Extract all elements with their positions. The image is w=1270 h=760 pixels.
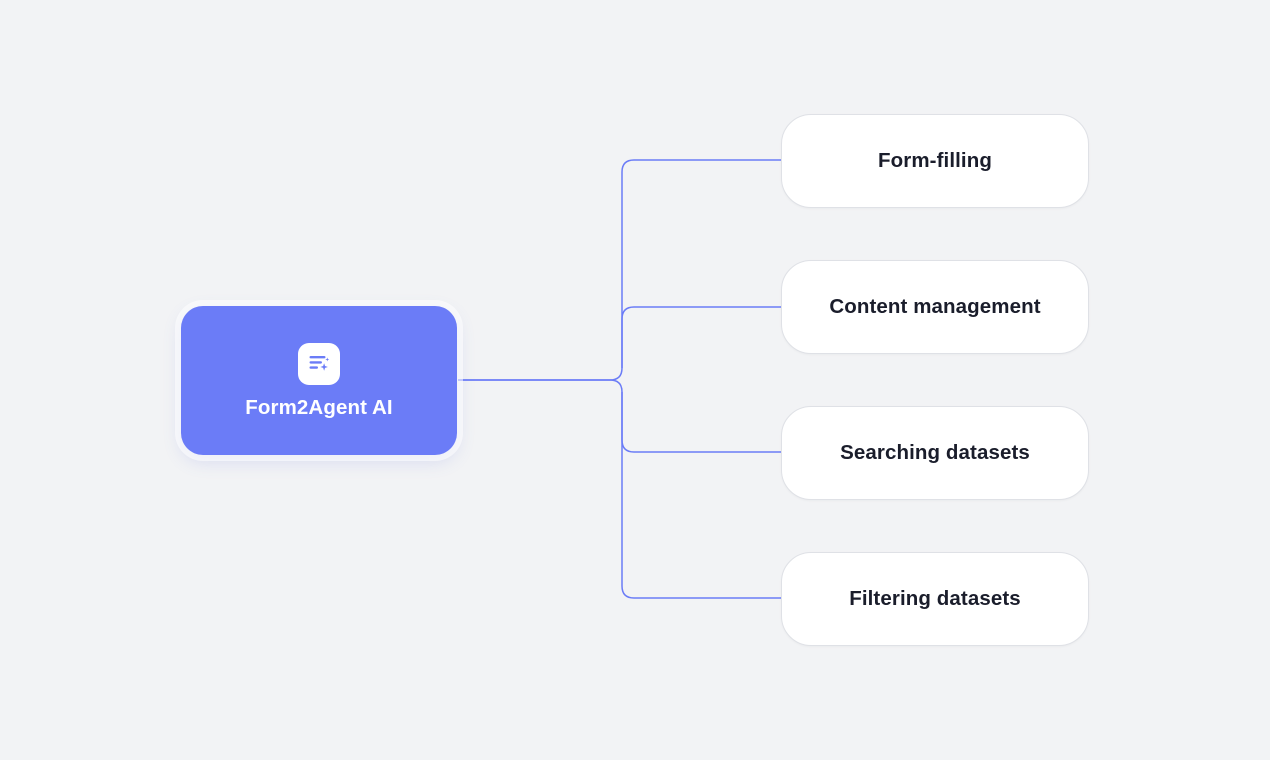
connector-branch-1 [621,306,781,368]
branch-card-label: Searching datasets [840,440,1030,464]
root-node-form2agent-ai[interactable]: Form2Agent AI [181,306,457,455]
connector-branch-3 [621,392,781,599]
branch-card-searching-datasets[interactable]: Searching datasets [781,406,1089,500]
branch-card-label: Form-filling [878,148,992,172]
connector-branch-0 [621,159,781,368]
connector-trunk [458,367,623,381]
connector-branch-2 [621,392,781,453]
branch-card-content-management[interactable]: Content management [781,260,1089,354]
branch-card-label: Filtering datasets [849,586,1021,610]
connector-trunk-lower [458,379,623,393]
branch-card-filtering-datasets[interactable]: Filtering datasets [781,552,1089,646]
form-sparkle-icon [298,342,340,385]
branch-card-form-filling[interactable]: Form-filling [781,114,1089,208]
root-node-label: Form2Agent AI [245,395,393,419]
branch-card-label: Content management [829,294,1041,318]
